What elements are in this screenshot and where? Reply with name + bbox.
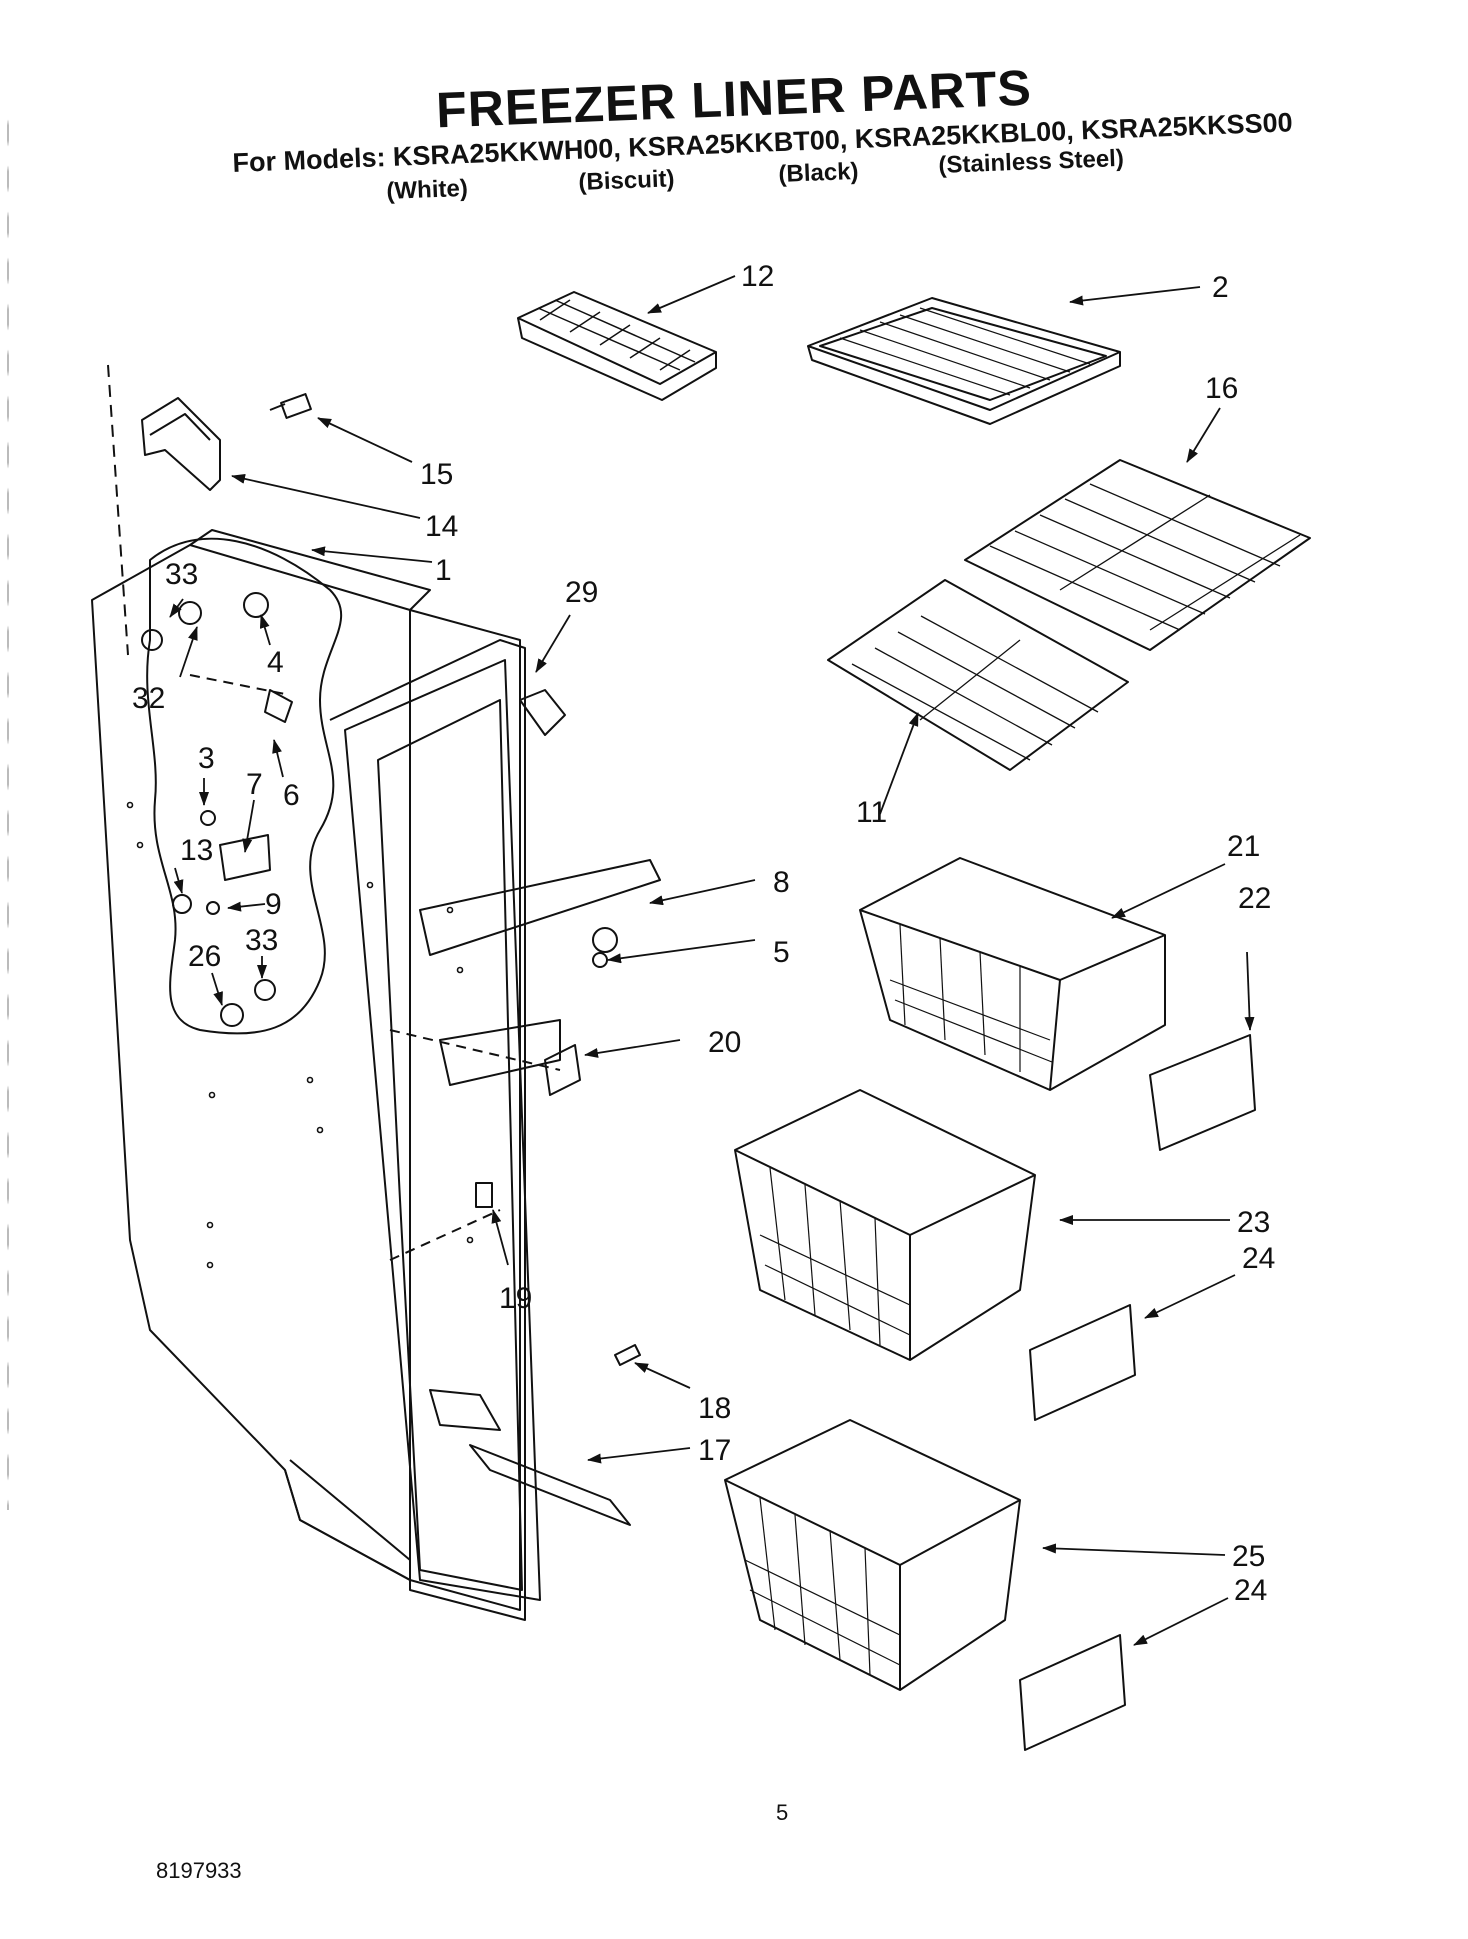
callout-17: 17 (698, 1434, 731, 1467)
callout-32: 32 (132, 682, 165, 715)
leader-arrows (169, 275, 1255, 1646)
callout-20: 20 (708, 1026, 741, 1059)
callout-23: 23 (1237, 1206, 1270, 1239)
callout-8: 8 (773, 866, 790, 899)
glass-shelf-part (807, 297, 1121, 425)
callout-22: 22 (1238, 882, 1271, 915)
callout-24-upper: 24 (1242, 1242, 1275, 1275)
callout-26: 26 (188, 940, 221, 973)
wire-shelf-lower-part (827, 579, 1129, 771)
callout-33-upper: 33 (165, 558, 198, 591)
ice-tray-part (517, 291, 717, 401)
callout-2: 2 (1212, 271, 1229, 304)
callout-9: 9 (265, 888, 282, 921)
callout-12: 12 (741, 260, 774, 293)
callout-16: 16 (1205, 372, 1238, 405)
small-parts (141, 592, 641, 1526)
wire-shelf-upper-part (964, 459, 1311, 651)
callout-6: 6 (283, 779, 300, 812)
document-code: 8197933 (156, 1858, 242, 1883)
callout-19: 19 (499, 1282, 532, 1315)
callout-11: 11 (856, 796, 887, 829)
callout-25: 25 (1232, 1540, 1265, 1573)
handle-bracket-part (141, 393, 312, 491)
freezer-liner-body (91, 364, 661, 1621)
basket-middle-part (734, 1089, 1136, 1421)
callout-18: 18 (698, 1392, 731, 1425)
callout-4: 4 (267, 646, 284, 679)
callout-labels: 12 2 16 15 14 1 29 33 4 32 6 3 7 13 9 26… (132, 260, 1275, 1607)
callout-14: 14 (425, 510, 458, 543)
callout-33-lower: 33 (245, 924, 278, 957)
callout-7: 7 (246, 768, 263, 801)
callout-24-lower: 24 (1234, 1574, 1267, 1607)
callout-1: 1 (435, 554, 452, 587)
callout-3: 3 (198, 742, 215, 775)
callout-13: 13 (180, 834, 213, 867)
scan-edge-dots (6, 110, 10, 1510)
callout-29: 29 (565, 576, 598, 609)
callout-21: 21 (1227, 830, 1260, 863)
basket-lower-part (724, 1419, 1126, 1751)
basket-upper-part (859, 857, 1256, 1151)
page-number: 5 (776, 1800, 789, 1825)
callout-5: 5 (773, 936, 790, 969)
callout-15: 15 (420, 458, 453, 491)
